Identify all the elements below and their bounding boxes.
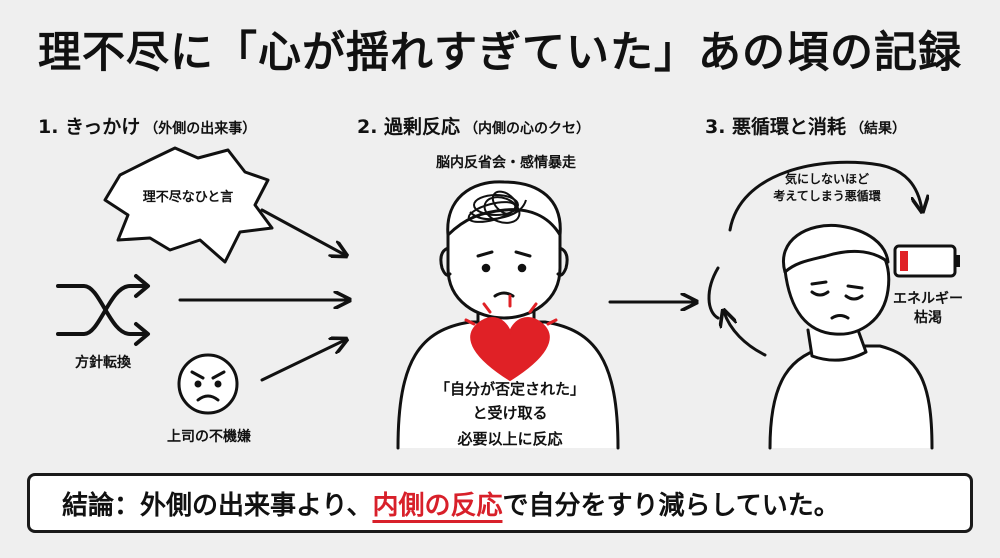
cycle-arrow-left	[707, 266, 720, 320]
heart-icon	[470, 317, 550, 382]
battery-caption-1: エネルギー	[893, 291, 963, 307]
page-title: 理不尽に「心が揺れすぎていた」あの頃の記録	[38, 28, 962, 78]
section-heading-text: 3. 悪循環と消耗	[705, 116, 847, 138]
loop-caption-2: 考えてしまう悪循環	[773, 189, 881, 203]
arrow-trigger-3	[260, 340, 345, 382]
speech-burst-icon	[103, 146, 274, 264]
angry-face-label: 上司の不機嫌	[167, 429, 251, 445]
heart-caption-2: と受け取る	[472, 404, 548, 422]
section-heading-reaction: 2. 過剰反応（内側の心のクセ）	[357, 112, 590, 139]
speech-burst-label: 理不尽なひと言	[142, 190, 234, 205]
heart-caption-3: 必要以上に反応	[457, 430, 563, 448]
conclusion-box: 結論：外側の出来事より、内側の反応で自分をすり減らしていた。	[27, 473, 973, 533]
head-caption: 脳内反省会・感情暴走	[436, 155, 576, 171]
section-heading-sub: （内側の心のクセ）	[464, 121, 591, 137]
tired-person-figure	[768, 223, 934, 450]
cycle-arrow-top	[728, 160, 922, 232]
tangled-thoughts-icon	[467, 190, 527, 224]
conclusion-highlight: 内側の反応	[372, 490, 503, 521]
arrow-trigger-1	[260, 208, 345, 255]
section-heading-sub: （結果）	[850, 121, 907, 137]
heart-sparks-icon	[464, 294, 558, 326]
anxious-person-figure	[396, 180, 620, 450]
conclusion-prefix: 結論：外側の出来事より、	[62, 490, 373, 521]
section-heading-text: 2. 過剰反応	[357, 116, 461, 138]
conclusion-suffix: で自分をすり減らしていた。	[502, 490, 840, 521]
angry-face-icon	[177, 353, 239, 415]
section-heading-trigger: 1. きっかけ（外側の出来事）	[38, 112, 256, 139]
shuffle-label: 方針転換	[75, 355, 131, 371]
loop-caption-1: 気にしないほど	[784, 172, 869, 186]
battery-caption-2: 枯渇	[914, 310, 942, 326]
heart-caption-1: 「自分が否定された」	[434, 380, 585, 398]
shuffle-icon	[56, 274, 150, 346]
cycle-arrow-bottom	[724, 312, 767, 357]
section-heading-sub: （外側の出来事）	[144, 121, 257, 137]
section-heading-cycle: 3. 悪循環と消耗（結果）	[705, 112, 906, 139]
low-battery-icon	[893, 244, 960, 278]
section-heading-text: 1. きっかけ	[38, 116, 141, 138]
